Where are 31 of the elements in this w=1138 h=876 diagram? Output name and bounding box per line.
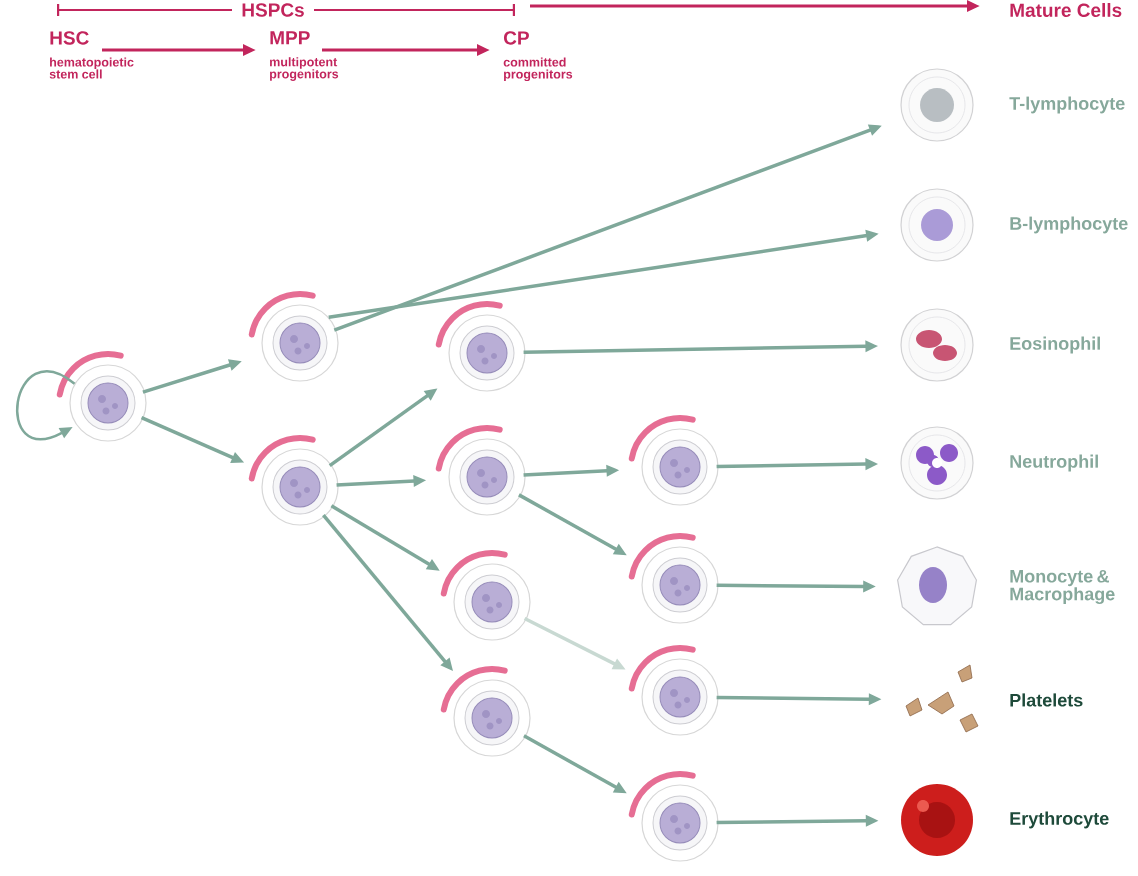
cell-drawing [628,771,719,862]
cell-drawing [897,546,978,626]
cell-drawing [900,308,974,382]
cell-label: Platelets [1010,693,1083,707]
bracket-label: HSPCs [242,3,304,17]
arrow [16,370,76,440]
cell-drawing [900,188,974,262]
cell-drawing [440,550,531,641]
cell-drawing [435,425,526,516]
cell-drawing [435,301,526,392]
cell-drawing [905,664,979,733]
cell-label: Erythrocyte [1010,811,1109,829]
stage-label: Mature Cells [1010,3,1122,17]
cell-drawing [628,533,719,624]
cell-label: Eosinophil [1010,336,1100,354]
cell-drawing [628,415,719,506]
stage-label: HSC hematopoietic stem cell [49,31,134,79]
cell-drawing [900,426,974,500]
cell-drawing [900,68,974,142]
cell-drawing [628,645,719,736]
cell-label: Neutrophil [1010,454,1098,472]
stage-label: CP committed progenitors [503,31,573,82]
cell-drawing [901,784,973,856]
cell-drawing [440,666,531,757]
cell-drawing [248,291,339,382]
cell-label: T-lymphocyte [1009,96,1125,114]
stage-label: MPP multipotent progenitors [270,31,339,81]
cell-drawing [248,435,339,526]
cell-label: Monocyte & Macrophage [1010,570,1115,604]
cell-label: B-lymphocyte [1010,216,1128,234]
cell-drawing [56,351,147,442]
